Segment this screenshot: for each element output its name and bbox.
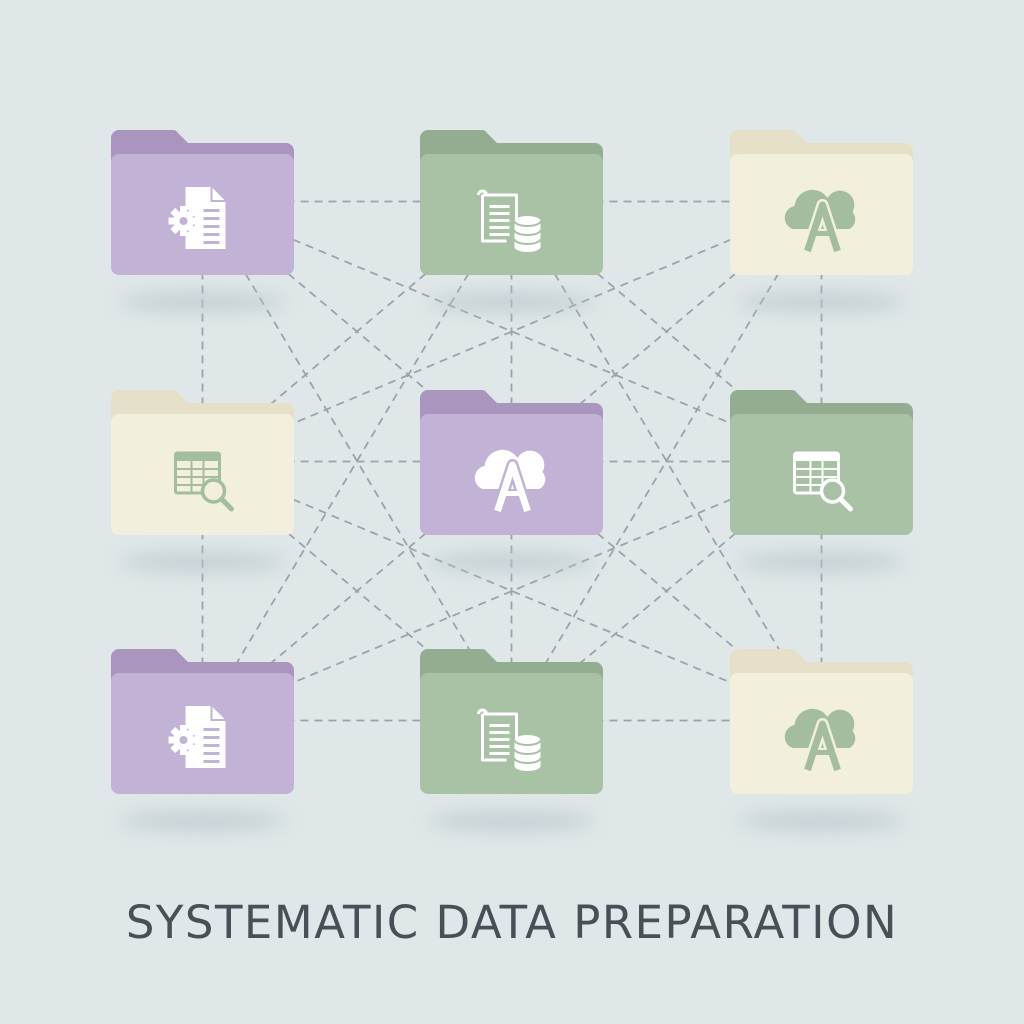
folder-shadow <box>119 293 286 311</box>
cloud-a-icon <box>784 189 856 253</box>
folder-cream <box>111 390 294 571</box>
folder-shadow <box>738 293 905 311</box>
connector-line <box>201 460 513 722</box>
document-gear-icon <box>168 706 226 768</box>
document-gear-icon <box>168 187 226 249</box>
connector-line <box>510 201 823 721</box>
cloud-a-icon <box>474 449 546 513</box>
table-search-icon <box>174 451 234 512</box>
connector-line <box>510 201 823 721</box>
folder-green <box>730 390 913 571</box>
folder-purple <box>111 649 294 830</box>
folder-shadow <box>119 553 286 571</box>
connector-line <box>201 201 513 721</box>
folder-green <box>420 130 603 311</box>
folder-shadow <box>428 553 595 571</box>
table-search-icon <box>793 451 853 512</box>
folder-body <box>420 673 603 794</box>
folder-shadow <box>738 553 905 571</box>
document-database-icon <box>477 189 542 252</box>
document-database-icon <box>477 708 542 771</box>
folder-shadow <box>428 812 595 830</box>
folder-shadow <box>119 812 286 830</box>
folder-grid <box>111 130 913 830</box>
folder-body <box>420 154 603 275</box>
folder-cream <box>730 649 913 830</box>
folder-shadow <box>428 293 595 311</box>
folder-purple <box>420 390 603 571</box>
cloud-a-icon <box>784 708 856 772</box>
folder-shadow <box>738 812 905 830</box>
folder-green <box>420 649 603 830</box>
connector-line <box>201 201 513 721</box>
folder-purple <box>111 130 294 311</box>
folder-cream <box>730 130 913 311</box>
diagram-title: SYSTEMATIC DATA PREPARATION <box>125 896 899 949</box>
